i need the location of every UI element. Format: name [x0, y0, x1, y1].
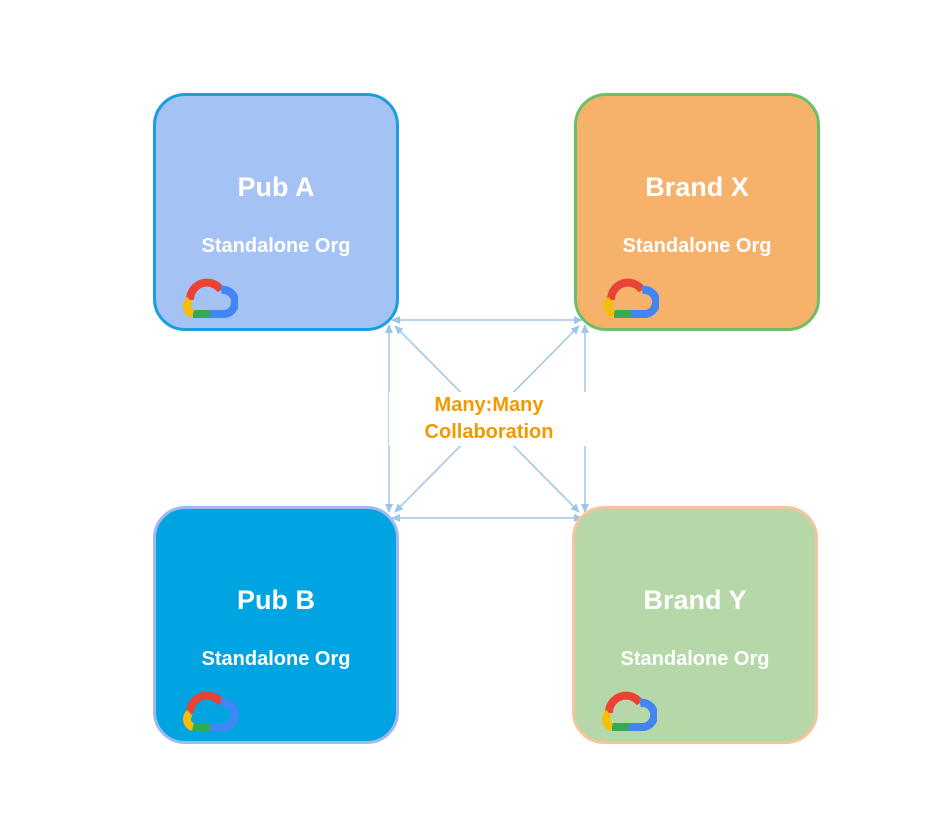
google-cloud-icon: [604, 278, 659, 318]
google-cloud-icon: [183, 278, 238, 318]
node-subtitle: Standalone Org: [622, 235, 772, 257]
relationship-label-line-1: Many:Many: [434, 394, 544, 416]
node-subtitle: Standalone Org: [201, 235, 351, 257]
node-title: Pub B: [237, 585, 315, 615]
node-pub-b: Pub B Standalone Org: [153, 506, 399, 744]
node-brand-y: Brand Y Standalone Org: [572, 506, 818, 744]
google-cloud-icon: [602, 691, 657, 731]
node-subtitle: Standalone Org: [201, 648, 351, 670]
node-title: Brand X: [645, 172, 749, 202]
node-subtitle: Standalone Org: [620, 648, 770, 670]
node-pub-a: Pub A Standalone Org: [153, 93, 399, 331]
node-title: Brand Y: [643, 585, 747, 615]
google-cloud-icon: [183, 691, 238, 731]
relationship-label-line-2: Collaboration: [424, 421, 554, 443]
node-title: Pub A: [237, 172, 315, 202]
relationship-label: Many:Many Collaboration: [389, 392, 589, 446]
node-brand-x: Brand X Standalone Org: [574, 93, 820, 331]
